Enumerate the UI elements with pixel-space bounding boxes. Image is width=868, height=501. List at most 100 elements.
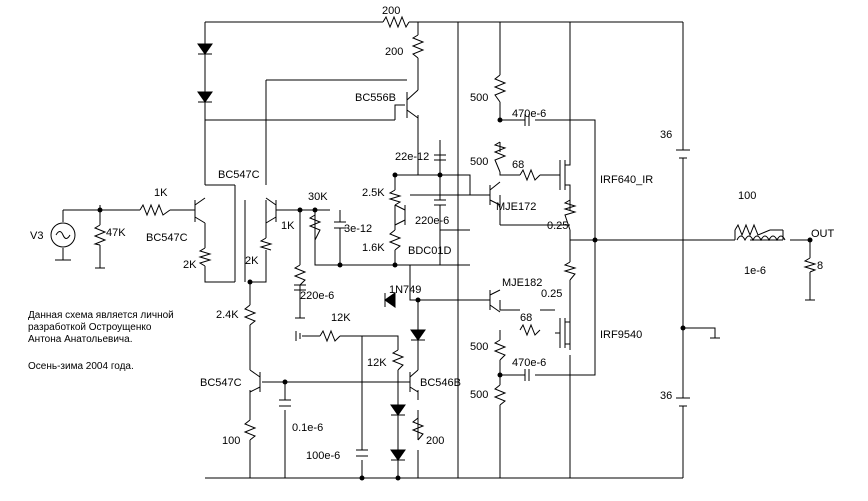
transistor-icon: [265, 197, 280, 224]
resistor-icon: [493, 339, 507, 361]
label-r-2-4k: 2.4K: [216, 309, 239, 321]
transistor-icon: [409, 369, 419, 393]
transistor-icon: [470, 181, 501, 206]
note-line-1: Данная схема является личной: [28, 310, 174, 321]
resistor-icon: [293, 264, 307, 286]
note-line-2: разработкой Остроущенко: [28, 321, 152, 333]
label-r-1k-in: 1K: [154, 187, 168, 199]
capacitor-icon: [434, 154, 446, 161]
capacitor-icon: [279, 399, 291, 407]
label-r-500-low: 500: [470, 341, 488, 353]
diode-icon: [384, 292, 396, 308]
label-r-top-200a: 200: [382, 5, 400, 17]
label-r-0-25-top: 0.25: [547, 220, 568, 232]
transistors: [183, 89, 571, 393]
label-r-500-bot: 500: [470, 389, 488, 401]
resistor-icon: [388, 229, 402, 251]
resistor-icon: [563, 199, 577, 231]
inductor-icon: [736, 235, 786, 242]
capacitor-icon: [294, 284, 306, 291]
resistor-icon: [411, 34, 425, 59]
label-q-bc547c-low: BC547C: [200, 377, 242, 389]
resistor-icon: [139, 203, 171, 217]
label-r-1-6k: 1.6K: [362, 242, 385, 254]
resistor-icon: [411, 417, 425, 441]
capacitor-icon: [524, 369, 530, 381]
diode-icon: [390, 449, 406, 461]
resistor-icon: [519, 323, 541, 337]
resistor-icon: [243, 304, 257, 326]
label-q-bc556b: BC556B: [355, 92, 396, 104]
label-q-bc547c-top: BC547C: [218, 169, 260, 181]
label-r-2k-left: 2K: [183, 259, 197, 271]
label-r-500-mid: 500: [470, 156, 488, 168]
label-q-mje172: MJE172: [496, 201, 536, 213]
label-r-100-out: 100: [738, 190, 756, 202]
label-r-8: 8: [817, 260, 823, 272]
capacitor-icon: [295, 331, 301, 341]
label-c-470-top: 470e-6: [512, 108, 546, 120]
note-line-4: Осень-зима 2004 года.: [28, 361, 134, 372]
label-r-68-top: 68: [512, 159, 524, 171]
resistor-icon: [259, 237, 273, 251]
label-q-bc547c-diff: BC547C: [146, 232, 188, 244]
label-r-47k: 47K: [106, 227, 126, 239]
capacitor-icon: [334, 221, 346, 229]
label-r-500-top: 500: [470, 92, 488, 104]
label-q-mje182: MJE182: [502, 277, 542, 289]
label-out: OUT: [811, 228, 835, 240]
resistor-icon: [493, 74, 507, 103]
label-q-bdc01d: BDC01D: [408, 245, 451, 257]
label-r-12k-a: 12K: [331, 312, 351, 324]
resistor-icon: [93, 224, 107, 246]
diode-icon: [197, 43, 213, 55]
wires: [62, 21, 811, 479]
resistor-icon: [493, 384, 507, 406]
capacitor-icon: [356, 449, 368, 457]
label-r-1k-fb: 1K: [281, 220, 295, 232]
resistor-icon: [803, 257, 817, 273]
label-v-36-top: 36: [660, 129, 672, 141]
transistor-icon: [470, 289, 501, 313]
label-q-irf640: IRF640_IR: [600, 174, 653, 186]
label-v-36-bot: 36: [660, 390, 672, 402]
note-line-3: Антона Анатольевича.: [28, 334, 132, 345]
diode-icon: [197, 91, 213, 103]
resistor-icon: [198, 247, 212, 267]
label-c-470-bot: 470e-6: [512, 357, 546, 369]
supplies: [676, 149, 690, 407]
resistor-icon: [493, 141, 507, 173]
component-labels: 200 200 500 470e-6 BC556B 22e-12 500 68 …: [30, 5, 835, 462]
transistor-icon: [394, 204, 406, 226]
resistor-icon: [382, 15, 410, 29]
label-v3: V3: [30, 230, 43, 242]
transistor-icon: [183, 197, 206, 224]
label-c-220e6-top: 220e-6: [415, 215, 449, 227]
mosfet-icon: [555, 140, 571, 200]
diode-icon: [390, 404, 406, 416]
label-r-top-200b: 200: [385, 46, 403, 58]
capacitors: [279, 114, 530, 457]
diode-icon: [410, 329, 426, 341]
resistor-icon: [308, 214, 322, 241]
ac-source-icon: [50, 222, 76, 248]
label-c-3e12: 3e-12: [344, 223, 372, 235]
capacitor-icon: [434, 199, 446, 206]
label-l-1e6: 1e-6: [744, 265, 766, 277]
label-q-bc546b: BC546B: [420, 377, 461, 389]
label-r-2-5k: 2.5K: [362, 187, 385, 199]
transistor-icon: [406, 89, 419, 119]
label-r-2k-right: 2K: [245, 255, 259, 267]
label-c-220e6-bot: 220e-6: [300, 290, 334, 302]
mosfet-icon: [555, 300, 571, 350]
label-r-68-bot: 68: [520, 312, 532, 324]
resistor-icon: [563, 261, 577, 281]
battery-icon: [676, 397, 690, 407]
diodes: [197, 43, 426, 461]
transistor-icon: [249, 369, 261, 393]
resistor-icon: [391, 349, 405, 371]
author-note: Данная схема является личной разработкой…: [28, 310, 174, 372]
resistor-icon: [519, 168, 541, 182]
resistor-icon: [243, 419, 257, 441]
